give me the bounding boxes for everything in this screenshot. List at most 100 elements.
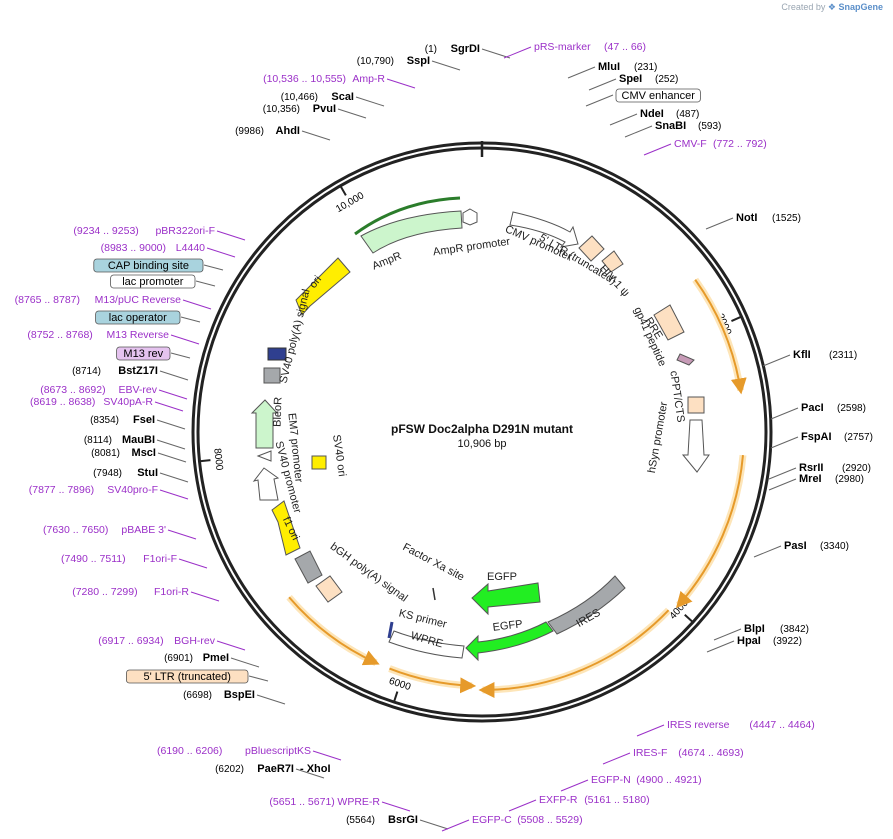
map-label-blpi: BlpI(3842): [744, 623, 809, 635]
egfp-lower-shape: [465, 621, 554, 662]
label-name: MreI: [799, 473, 822, 485]
leader-line: [156, 419, 186, 430]
sv40-promoter-shape: [252, 467, 280, 501]
snapgene-credit: Created by ❖ SnapGene: [781, 2, 883, 13]
label-name: NdeI: [640, 108, 664, 120]
label-layer: SgrDI(1)SspI(10,790)Amp-R(10,536 .. 10,5…: [15, 41, 873, 826]
orange-track: [286, 196, 747, 698]
map-label-egfp-c: EGFP-C(5508 .. 5529): [472, 814, 583, 826]
leader-line: [560, 779, 589, 792]
leader-line: [178, 558, 208, 569]
map-label-pasi: PasI(3340): [784, 540, 849, 552]
map-label-bspei: BspEI(6698): [183, 689, 255, 701]
label-box: [93, 258, 204, 273]
label-position: (5564): [346, 815, 375, 826]
map-label-mlui: MluI(231): [598, 61, 657, 73]
map-label-sv40pro-f: SV40pro-F(7877 .. 7896): [29, 484, 158, 496]
label-name: EGFP-C: [472, 814, 512, 826]
orange-arc: [389, 667, 477, 694]
label-name: M13/pUC Reverse: [95, 294, 182, 306]
map-label-bsrgi: BsrGI(5564): [346, 814, 418, 826]
hiv-psi-shape: [601, 250, 624, 273]
label-name: ScaI: [331, 91, 354, 103]
leader-line: [713, 628, 742, 641]
leader-line: [180, 316, 201, 323]
map-label-pbr322ori-f: pBR322ori-F(9234 .. 9253): [73, 225, 215, 237]
feature-label-ori: ori: [307, 274, 324, 291]
label-name: RsrII: [799, 462, 823, 474]
label-name: AhdI: [276, 125, 300, 137]
map-label-ires-reverse: IRES reverse(4447 .. 4464): [667, 719, 815, 731]
label-box: [110, 274, 196, 289]
leader-line: [167, 529, 197, 540]
label-name: BGH-rev: [174, 635, 216, 647]
map-label-prs-marker: pRS-marker(47 .. 66): [534, 41, 646, 53]
plasmid-length: 10,906 bp: [458, 438, 507, 450]
label-name: SV40pro-F: [107, 484, 158, 496]
map-label-msci: MscI(8081): [91, 447, 156, 459]
label-position: (3340): [820, 541, 849, 552]
map-label-l4440: L4440(8983 .. 9000): [101, 242, 206, 254]
map-label-fspai: FspAI(2757): [801, 431, 873, 443]
leader-line: [170, 334, 200, 345]
label-name: IRES reverse: [667, 719, 730, 731]
map-label-snabi: SnaBI(593): [655, 120, 721, 132]
leader-line: [567, 66, 596, 79]
plasmid-name: pFSW Doc2alpha D291N mutant: [391, 422, 573, 436]
leader-line: [355, 96, 385, 107]
map-label-paer7i: PaeR7I(6202)- XhoI: [215, 763, 330, 775]
label-position: (4900 .. 4921): [636, 774, 701, 786]
leader-line: [157, 452, 187, 463]
orange-arc: [478, 609, 670, 698]
map-label-cmv-f: CMV-F(772 .. 792): [674, 138, 767, 150]
label-position: (8765 .. 8787): [15, 294, 80, 306]
orange-arc-glow: [692, 277, 745, 391]
leader-line: [706, 640, 735, 653]
label-name: M13 rev: [123, 348, 163, 360]
label-name: CAP binding site: [108, 260, 189, 272]
leader-line: [508, 799, 537, 812]
leader-line: [190, 591, 220, 602]
leader-line: [312, 750, 342, 761]
map-label-paci: PacI(2598): [801, 402, 866, 414]
map-label-lac-promoter: lac promoter: [110, 274, 196, 289]
label-position: (772 .. 792): [713, 138, 767, 150]
label-position: (6917 .. 6934): [98, 635, 163, 647]
map-label-egfp-n: EGFP-N(4900 .. 4921): [591, 774, 702, 786]
map-label-kfli: KflI(2311): [793, 349, 857, 361]
small-feature-block: [267, 347, 287, 361]
label-name: lac operator: [109, 312, 167, 324]
label-name: PaeR7I: [257, 763, 294, 775]
leader-line: [182, 299, 212, 310]
hsyn-promoter-shape: [681, 419, 710, 473]
tick-mark: [392, 691, 399, 704]
feature-shapes: [250, 208, 710, 662]
label-position: (47 .. 66): [604, 41, 646, 53]
label-name: EBV-rev: [118, 384, 157, 396]
tick-mark: [198, 459, 211, 463]
label-name: PvuI: [313, 103, 336, 115]
leader-line: [643, 143, 672, 156]
em7-promoter-shape: [256, 450, 272, 462]
label-name: SgrDI: [451, 43, 480, 55]
label-name: HpaI: [737, 635, 761, 647]
credit-prefix: Created by: [781, 2, 826, 12]
label-name: F1ori-R: [154, 586, 189, 598]
feature-label-ampr: AmpR: [370, 250, 403, 273]
map-label-5-ltr-truncated-: 5' LTR (truncated): [126, 669, 249, 684]
label-name: 5' LTR (truncated): [143, 671, 230, 683]
label-position: (6202): [215, 764, 244, 775]
label-name: BlpI: [744, 623, 765, 635]
leader-line: [481, 48, 511, 59]
map-label-m13-reverse: M13 Reverse(8752 .. 8768): [27, 329, 169, 341]
label-name: MscI: [132, 447, 156, 459]
map-label-wpre-r: WPRE-R(5651 .. 5671): [269, 796, 380, 808]
label-position: (2311): [829, 350, 857, 361]
leader-line: [230, 657, 260, 668]
map-label-ndei: NdeI(487): [640, 108, 699, 120]
map-label-bstz17i: BstZ17I(8714): [72, 365, 158, 377]
label-position: (10,790): [357, 56, 394, 67]
leader-line: [206, 247, 236, 258]
label-box: [95, 310, 181, 325]
